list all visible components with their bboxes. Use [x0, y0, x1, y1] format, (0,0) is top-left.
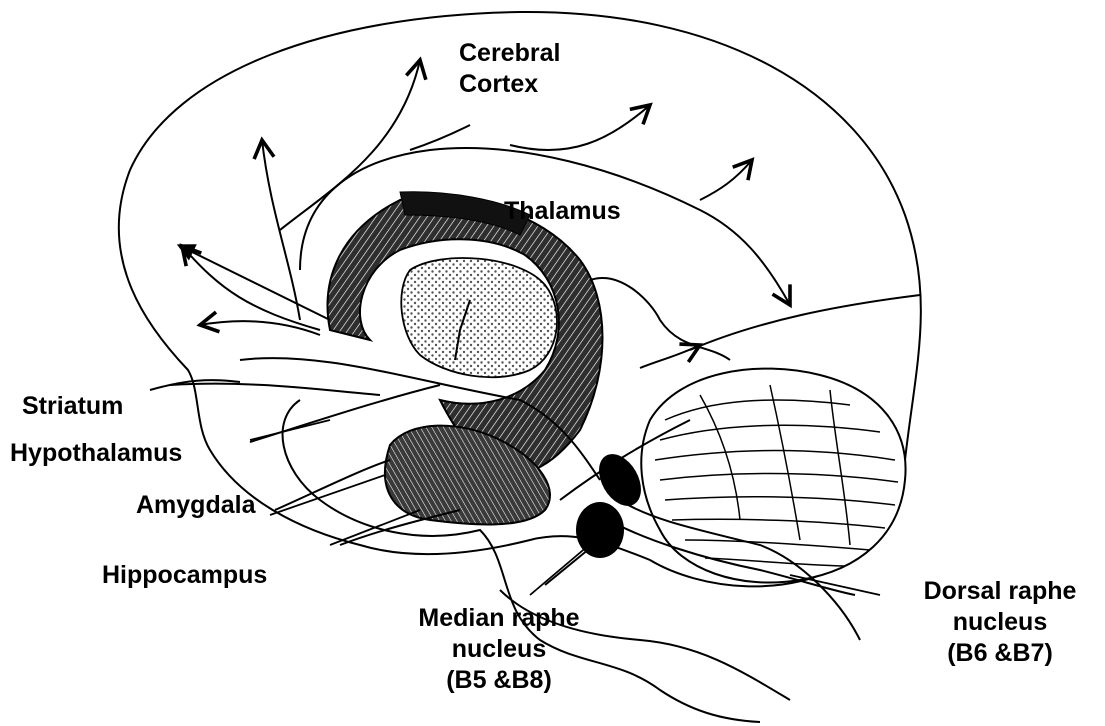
label-thalamus: Thalamus [504, 196, 621, 227]
label-cerebral-cortex: Cerebral Cortex [459, 38, 560, 100]
label-median-raphe-line3: (B5 &B8) [383, 665, 615, 696]
label-cerebral-cortex-line1: Cerebral [459, 38, 560, 69]
label-cerebral-cortex-line2: Cortex [459, 69, 560, 100]
label-hypothalamus: Hypothalamus [10, 438, 182, 469]
label-hippocampus: Hippocampus [102, 560, 267, 591]
thalamus-shape [401, 258, 557, 377]
label-median-raphe: Median raphe nucleus (B5 &B8) [383, 603, 615, 696]
label-striatum: Striatum [22, 391, 123, 422]
label-dorsal-raphe-line1: Dorsal raphe [900, 576, 1100, 607]
left-projection-arrow [180, 246, 330, 320]
label-median-raphe-line2: nucleus [383, 634, 615, 665]
label-median-raphe-line1: Median raphe [383, 603, 615, 634]
label-dorsal-raphe: Dorsal raphe nucleus (B6 &B7) [900, 576, 1100, 669]
label-dorsal-raphe-line2: nucleus [900, 607, 1100, 638]
label-amygdala: Amygdala [136, 490, 255, 521]
label-dorsal-raphe-line3: (B6 &B7) [900, 638, 1100, 669]
